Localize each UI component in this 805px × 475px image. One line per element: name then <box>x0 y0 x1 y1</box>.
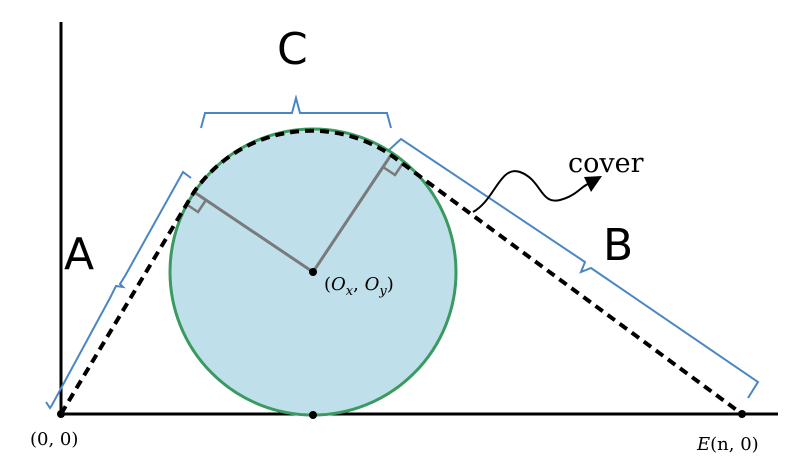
cover-arrow-curve <box>472 170 589 213</box>
label-center-y-sub: y <box>378 284 387 299</box>
bottom-contact-point <box>309 411 317 419</box>
radius-left <box>193 190 314 274</box>
label-origin: (0, 0) <box>30 429 78 450</box>
label-b: B <box>603 220 633 271</box>
label-end: E(n, 0) <box>696 434 759 455</box>
radius-right <box>311 154 393 273</box>
bracket-c <box>200 94 392 129</box>
cover-arrow-head <box>584 176 602 192</box>
bracket-b <box>388 137 760 399</box>
label-a: A <box>64 229 94 280</box>
label-center-open: ( <box>324 274 331 295</box>
right-angle-marker-left <box>185 199 208 214</box>
label-center-comma: , <box>353 274 364 295</box>
dashed-cover-path <box>59 128 744 416</box>
label-end-e: E <box>696 434 710 455</box>
label-center-x-sub: x <box>346 284 354 299</box>
label-center-close: ) <box>387 274 394 295</box>
bracket-a <box>45 170 192 410</box>
end-point <box>738 410 746 418</box>
right-angle-marker-right <box>382 162 405 177</box>
label-c: C <box>277 24 308 75</box>
label-end-coords: (n, 0) <box>710 434 759 455</box>
label-cover: cover <box>568 148 644 179</box>
label-center-o2: O <box>365 274 380 295</box>
label-center: (Ox, Oy) <box>324 274 394 299</box>
label-center-o1: O <box>331 274 346 295</box>
center-point <box>309 268 317 276</box>
origin-point <box>57 410 65 418</box>
